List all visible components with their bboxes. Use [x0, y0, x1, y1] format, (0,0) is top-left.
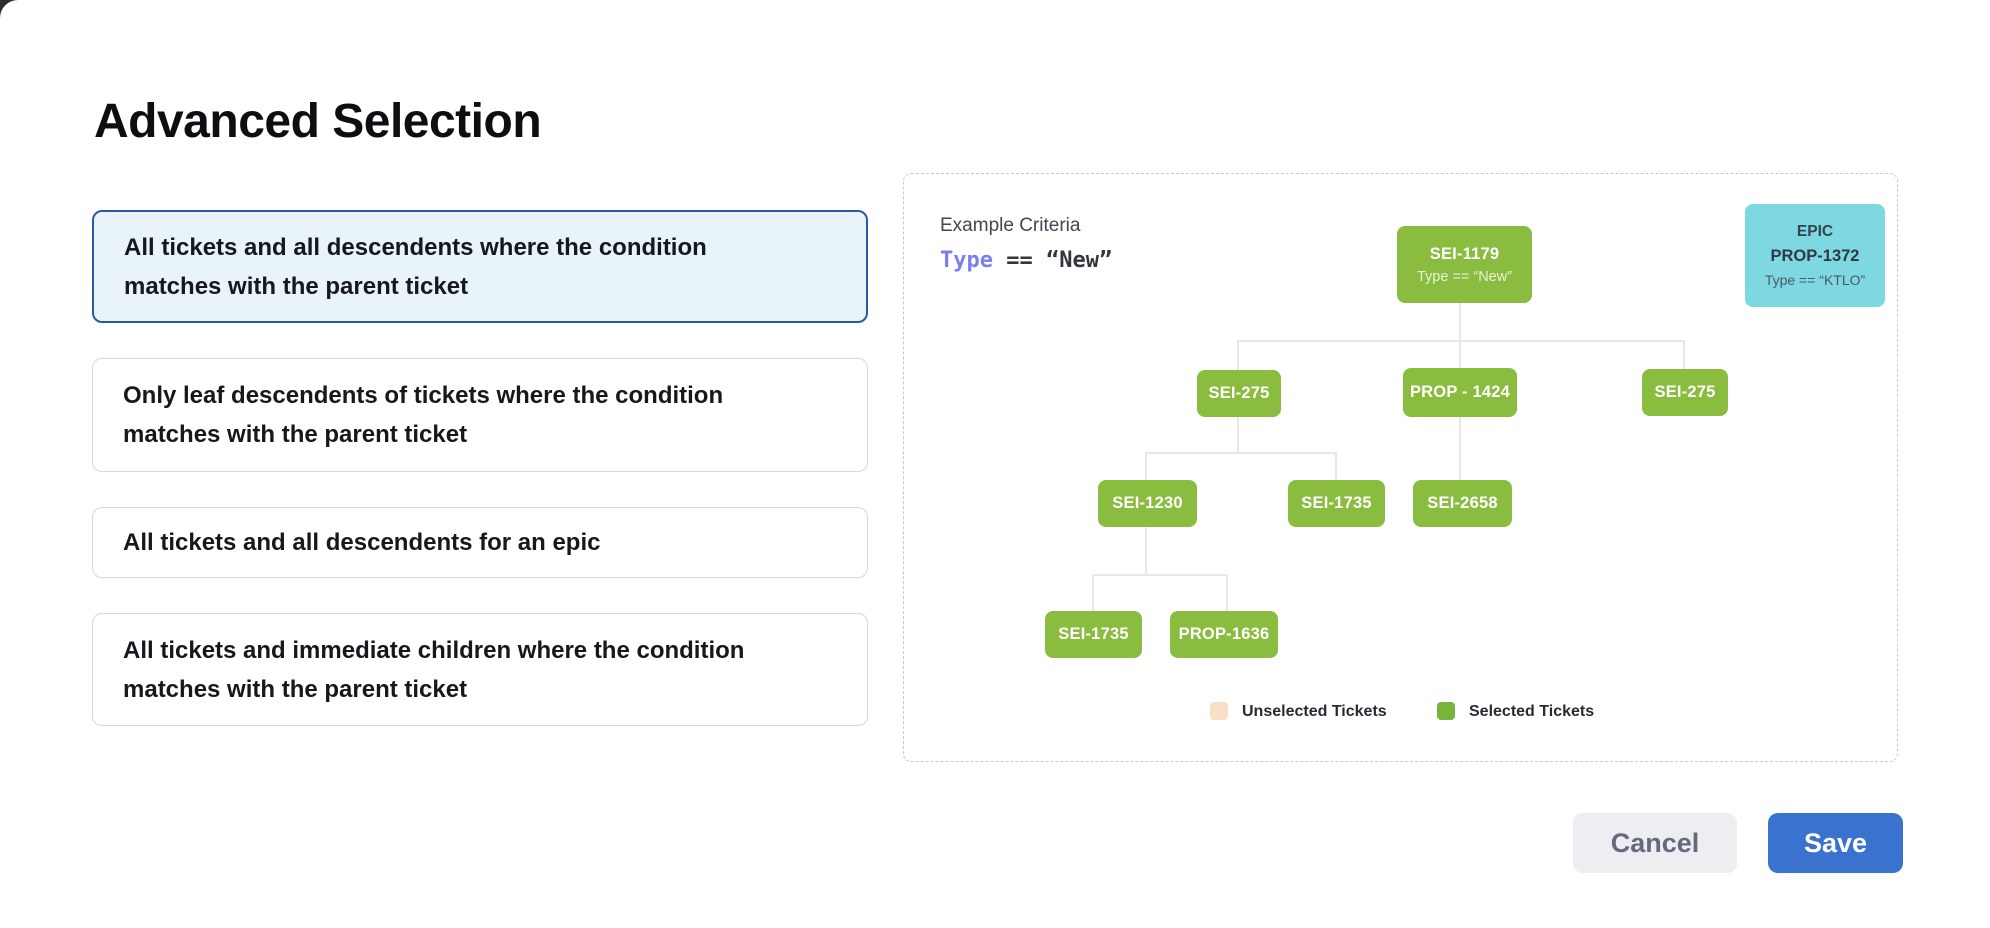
tree-node-id: PROP - 1424 — [1409, 383, 1511, 401]
page-title: Advanced Selection — [94, 95, 542, 149]
tree-node-id: PROP-1636 — [1178, 625, 1270, 643]
criteria-field: Type — [940, 248, 993, 273]
option-label: Only leaf descendents of tickets where t… — [123, 382, 724, 448]
tree-connector — [1459, 417, 1461, 481]
example-criteria-heading: Example Criteria — [940, 215, 1081, 236]
legend-swatch-unselected — [1210, 702, 1228, 720]
option-label: All tickets and all descendents where th… — [124, 233, 707, 300]
option-card-immediate-children-condition[interactable]: All tickets and immediate children where… — [92, 613, 868, 726]
tree-connector — [1237, 417, 1239, 454]
epic-id: PROP-1372 — [1770, 247, 1860, 265]
option-label: All tickets and all descendents for an e… — [123, 529, 601, 556]
epic-type-label: EPIC — [1796, 223, 1834, 240]
option-card-all-descendents-condition[interactable]: All tickets and all descendents where th… — [92, 210, 868, 323]
option-label: All tickets and immediate children where… — [123, 636, 745, 703]
epic-condition: Type == “KTLO” — [1764, 272, 1866, 288]
tree-connector — [1459, 303, 1461, 369]
tree-node: SEI-1735 — [1288, 480, 1385, 527]
tree-node: SEI-1230 — [1098, 480, 1197, 527]
option-card-leaf-descendents-condition[interactable]: Only leaf descendents of tickets where t… — [92, 358, 868, 472]
cancel-button[interactable]: Cancel — [1573, 813, 1737, 873]
tree-connector — [1683, 340, 1685, 370]
tree-connector — [1092, 574, 1228, 576]
option-card-epic-descendents[interactable]: All tickets and all descendents for an e… — [92, 507, 868, 578]
epic-card: EPIC PROP-1372 Type == “KTLO” — [1745, 204, 1885, 307]
tree-node-root: SEI-1179 Type == “New” — [1397, 226, 1532, 303]
tree-node: SEI-1735 — [1045, 611, 1142, 658]
tree-connector — [1145, 452, 1147, 481]
example-criteria-code: Type == “New” — [940, 248, 1112, 273]
tree-connector — [1092, 574, 1094, 612]
tree-node-condition: Type == “New” — [1416, 268, 1513, 285]
tree-connector — [1145, 527, 1147, 576]
tree-node-id: SEI-1230 — [1112, 494, 1183, 512]
tree-node: SEI-275 — [1642, 369, 1728, 416]
tree-node-id: SEI-275 — [1208, 384, 1270, 402]
tree-connector — [1335, 452, 1337, 481]
tree-node-id: SEI-1735 — [1301, 494, 1372, 512]
legend-swatch-selected — [1437, 702, 1455, 720]
tree-node: SEI-275 — [1197, 370, 1281, 417]
legend-label-unselected: Unselected Tickets — [1242, 703, 1387, 720]
tree-connector — [1237, 340, 1239, 371]
tree-node: SEI-2658 — [1413, 480, 1512, 527]
legend-label-selected: Selected Tickets — [1469, 703, 1595, 720]
tree-connector — [1145, 452, 1337, 454]
tree-node-id: SEI-1735 — [1058, 625, 1129, 643]
tree-connector — [1226, 574, 1228, 612]
criteria-operator: == — [1006, 248, 1033, 273]
save-button[interactable]: Save — [1768, 813, 1903, 873]
tree-node: PROP-1636 — [1170, 611, 1278, 658]
criteria-value: “New” — [1045, 248, 1113, 273]
tree-node-id: SEI-1179 — [1429, 244, 1500, 263]
tree-node: PROP - 1424 — [1403, 368, 1517, 417]
tree-node-id: SEI-275 — [1654, 383, 1716, 401]
tree-node-id: SEI-2658 — [1427, 494, 1498, 512]
tree-connector — [1237, 340, 1685, 342]
